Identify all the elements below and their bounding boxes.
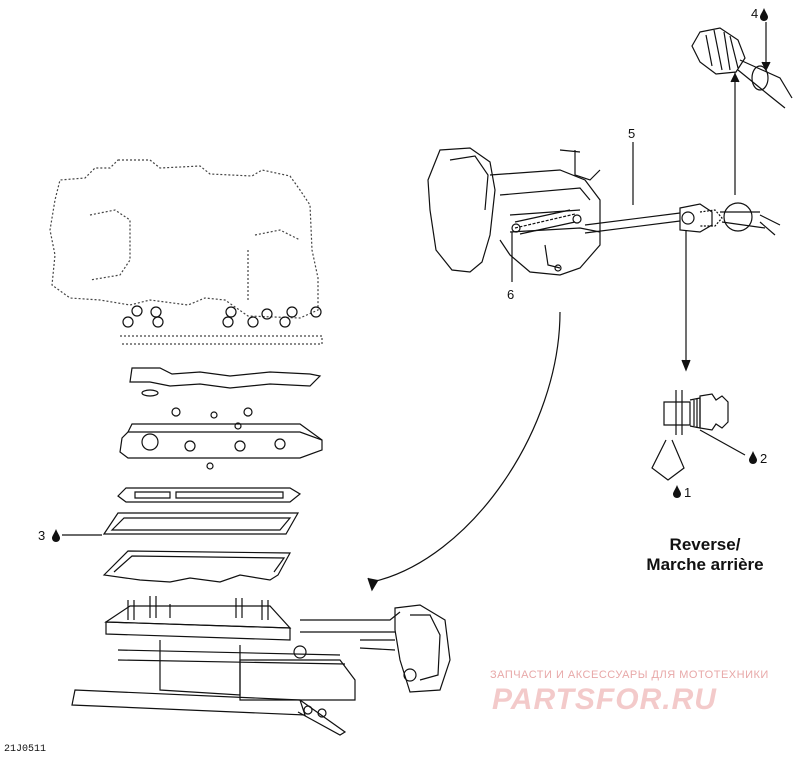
watermark-subtitle: ЗАПЧАСТИ И АКСЕССУАРЫ ДЛЯ МОТОТЕХНИКИ	[490, 669, 769, 681]
reverse-assembly	[427, 147, 781, 276]
title-line-2: Marche arrière	[646, 554, 764, 574]
leader-curve	[371, 311, 561, 583]
diagram-title: Reverse/ Marche arrière	[620, 535, 790, 574]
engine-outline-dotted	[49, 159, 319, 319]
title-line-1: Reverse/	[669, 535, 741, 554]
manifold-plate	[119, 407, 323, 470]
oil-drop-icon	[760, 8, 768, 21]
oil-drop-icon	[673, 485, 681, 498]
spacer-plate	[102, 550, 292, 583]
gasket-upper	[129, 367, 322, 397]
nut-row	[122, 305, 322, 328]
seal-frame	[102, 512, 300, 535]
engine-lower-assembly	[71, 596, 451, 736]
callout-4: 4	[751, 6, 759, 21]
callout-3: 3	[38, 528, 46, 543]
callout-2: 2	[760, 451, 768, 466]
oil-drop-icon	[52, 529, 60, 542]
oil-drop-icon	[749, 451, 757, 464]
watermark-logo: PARTSFOR.RU	[492, 683, 717, 716]
figure-code: 21J0511	[4, 744, 47, 755]
reverse-fitting-detail	[651, 390, 746, 481]
callout-1: 1	[684, 485, 692, 500]
callout-5: 5	[628, 126, 636, 141]
cable-grommet	[691, 22, 793, 195]
gasket-middle	[117, 487, 302, 503]
callout-6: 6	[507, 287, 515, 302]
